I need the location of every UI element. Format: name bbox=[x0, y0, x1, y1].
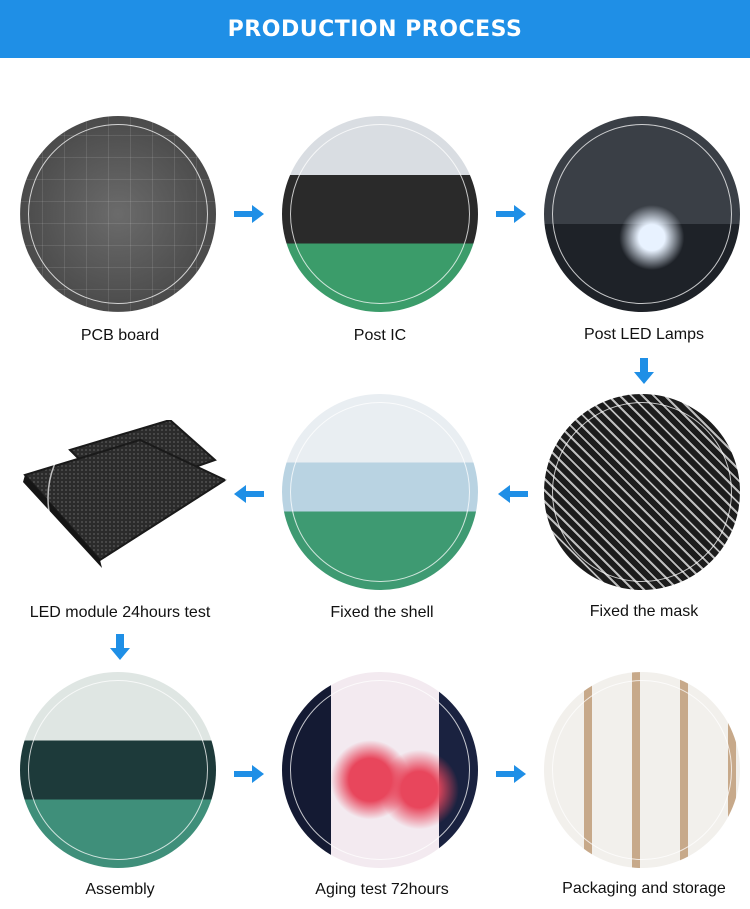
step-caption-fixed-the-shell: Fixed the shell bbox=[330, 604, 434, 621]
step-caption-pcb-board: PCB board bbox=[80, 327, 160, 344]
step-caption-assembly: Assembly bbox=[85, 881, 155, 898]
step-image-packaging-and-storage bbox=[544, 672, 740, 868]
step-image-assembly bbox=[20, 672, 216, 868]
step-caption-led-module-24hours-test: LED module 24hours test bbox=[29, 604, 211, 621]
arrow-down-icon bbox=[110, 634, 130, 660]
arrow-left-icon bbox=[234, 485, 264, 503]
step-caption-post-led-lamps: Post LED Lamps bbox=[583, 326, 705, 343]
page-title: PRODUCTION PROCESS bbox=[227, 16, 523, 42]
step-image-fixed-the-shell bbox=[282, 394, 478, 590]
step-caption-post-ic: Post IC bbox=[353, 327, 407, 344]
step-caption-packaging-and-storage: Packaging and storage bbox=[562, 880, 726, 897]
step-image-post-ic bbox=[282, 116, 478, 312]
step-image-pcb-board bbox=[20, 116, 216, 312]
step-image-aging-test bbox=[282, 672, 478, 868]
arrow-down-icon bbox=[634, 358, 654, 384]
step-caption-aging-test-72hours: Aging test 72hours bbox=[315, 881, 449, 898]
arrow-right-icon bbox=[234, 205, 264, 223]
step-caption-fixed-the-mask: Fixed the mask bbox=[589, 603, 699, 620]
arrow-left-icon bbox=[498, 485, 528, 503]
step-image-led-module bbox=[23, 420, 229, 570]
step-image-post-led-lamps bbox=[544, 116, 740, 312]
arrow-right-icon bbox=[496, 765, 526, 783]
arrow-right-icon bbox=[234, 765, 264, 783]
arrow-right-icon bbox=[496, 205, 526, 223]
step-image-fixed-the-mask bbox=[544, 394, 740, 590]
header-banner: PRODUCTION PROCESS bbox=[0, 0, 750, 58]
